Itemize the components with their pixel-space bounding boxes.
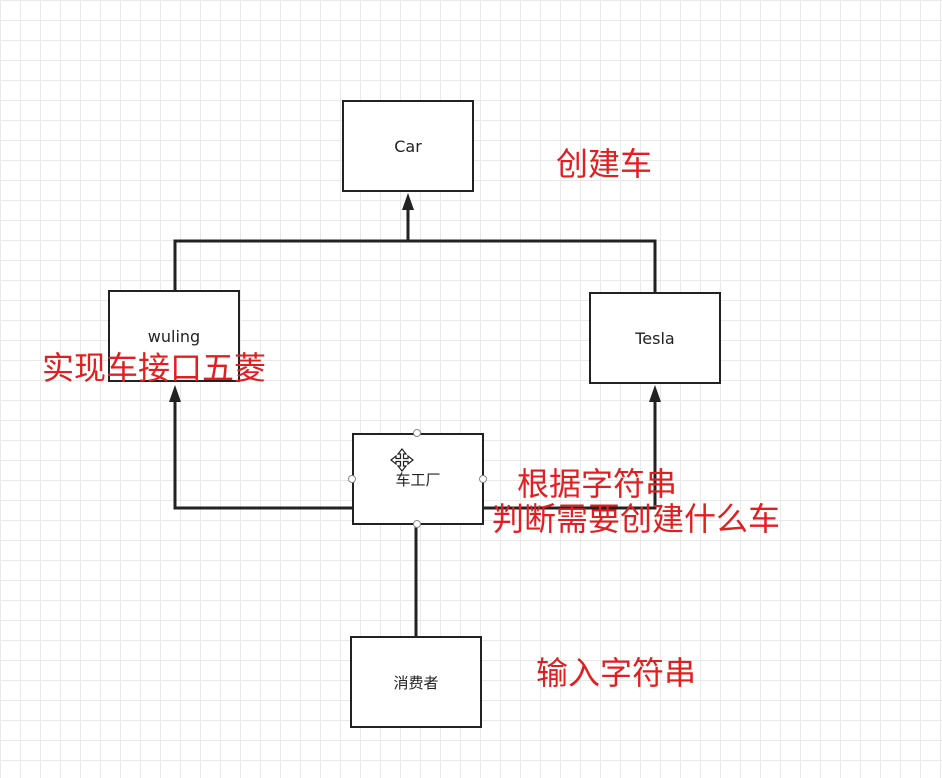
arrowhead-wuling xyxy=(169,385,181,402)
resize-handle-top[interactable] xyxy=(413,429,421,437)
connector-factory-to-tesla xyxy=(483,400,657,510)
arrowhead-tesla xyxy=(649,385,661,402)
node-factory[interactable]: 车工厂 xyxy=(352,433,484,525)
node-car-label: Car xyxy=(394,136,422,156)
node-consumer[interactable]: 消费者 xyxy=(350,636,482,728)
annotation-create-car: 创建车 xyxy=(556,145,653,183)
resize-handle-left[interactable] xyxy=(348,475,356,483)
node-car[interactable]: Car xyxy=(342,100,474,192)
node-tesla-label: Tesla xyxy=(635,328,675,348)
annotation-wuling-note: 实现车接口五菱 xyxy=(42,349,267,387)
annotation-factory-line1: 根据字符串 xyxy=(517,465,678,503)
annotation-consumer-note: 输入字符串 xyxy=(536,654,697,692)
annotation-factory-line2: 判断需要创建什么车 xyxy=(492,500,781,538)
node-wuling-label: wuling xyxy=(147,326,201,346)
move-cursor-icon xyxy=(390,448,414,472)
arrowhead-car xyxy=(402,193,414,210)
resize-handle-right[interactable] xyxy=(479,475,487,483)
node-tesla[interactable]: Tesla xyxy=(589,292,721,384)
node-consumer-label: 消费者 xyxy=(393,673,439,692)
resize-handle-bottom[interactable] xyxy=(413,520,421,528)
node-factory-label: 车工厂 xyxy=(395,470,441,489)
node-wuling[interactable]: wuling xyxy=(108,290,240,382)
connector-wuling-to-car xyxy=(173,239,657,292)
connector-factory-to-wuling xyxy=(173,400,353,510)
